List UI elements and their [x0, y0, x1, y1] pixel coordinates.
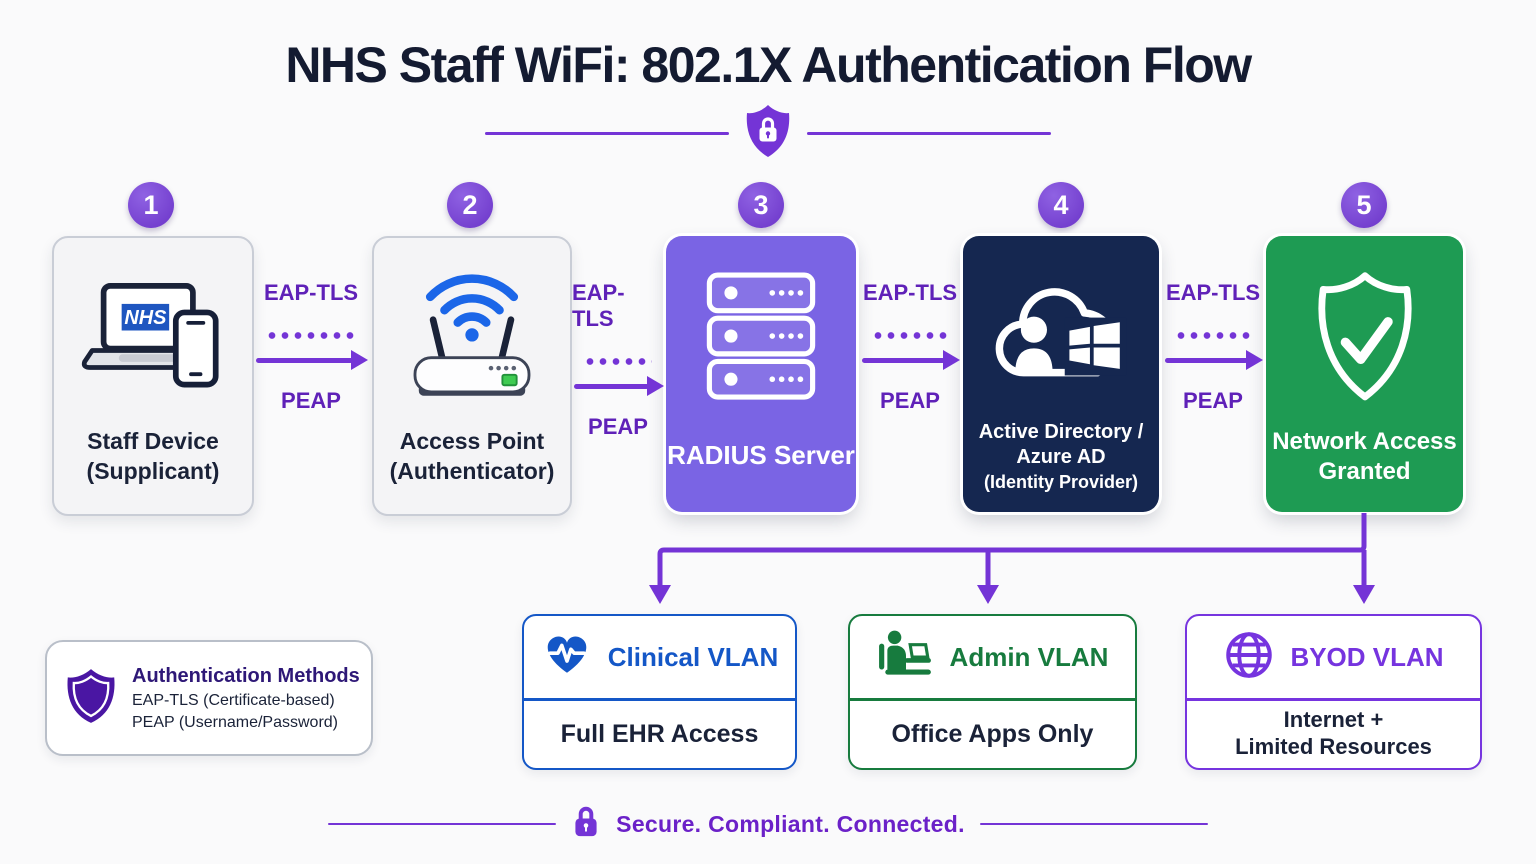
step-box-network-granted: Network Access Granted [1266, 236, 1463, 512]
step-1-label-line2: (Supplicant) [86, 457, 220, 484]
eap-tls-label: EAP-TLS [1165, 280, 1261, 305]
step-4-label-line1: Active Directory / [978, 420, 1144, 443]
footer-line-left [328, 822, 557, 826]
dotted-line [266, 332, 356, 339]
cloud-identity-icon [981, 270, 1141, 396]
vlan-admin-detail: Office Apps Only [891, 720, 1094, 748]
dotted-line [872, 332, 948, 339]
dotted-line [1175, 332, 1251, 339]
vlan-box-admin: Admin VLAN Office Apps Only [848, 614, 1137, 770]
flow-arrow-icon [572, 376, 664, 396]
vlan-byod-name: BYOD VLAN [1290, 641, 1444, 672]
step-5-label-line1: Network Access [1272, 427, 1457, 455]
laptop-phone-icon: NHS [77, 282, 229, 398]
connector-1-2: EAP-TLS PEAP [254, 280, 368, 414]
heart-pulse-icon [541, 631, 593, 683]
shield-lock-icon [745, 103, 791, 164]
step-box-staff-device: NHS Staff Device (Supplicant) [52, 236, 254, 516]
eap-tls-label: EAP-TLS [263, 280, 359, 305]
desk-worker-icon [877, 628, 935, 687]
step-5-label-line2: Granted [1318, 458, 1411, 486]
title-divider [0, 104, 1536, 162]
auth-method-eap-tls: EAP-TLS (Certificate-based) [132, 691, 335, 709]
auth-method-peap: PEAP (Username/Password) [132, 714, 338, 731]
eap-tls-label: EAP-TLS [862, 280, 958, 305]
divider-line-left [485, 131, 729, 135]
vlan-box-byod: BYOD VLAN Internet + Limited Resources [1185, 614, 1482, 770]
step-4-label-line3: (Identity Provider) [983, 471, 1139, 492]
vlan-divider [1187, 698, 1480, 701]
vlan-clinical-detail: Full EHR Access [560, 720, 759, 748]
vlan-divider [524, 698, 795, 701]
wifi-router-icon [396, 254, 548, 412]
connector-4-5: EAP-TLS PEAP [1163, 280, 1263, 414]
connector-2-3: EAP-TLS PEAP [572, 280, 664, 440]
dotted-line [584, 358, 652, 365]
divider-line-right [807, 131, 1051, 135]
flow-arrow-icon [254, 350, 368, 370]
step-2-badge: 2 [447, 182, 493, 228]
peap-label: PEAP [281, 388, 341, 413]
vlan-admin-name: Admin VLAN [949, 641, 1109, 672]
vlan-clinical-name: Clinical VLAN [607, 641, 779, 672]
peap-label: PEAP [1183, 388, 1243, 413]
auth-shield-icon [65, 666, 117, 731]
shield-check-icon [1301, 260, 1429, 416]
flow-arrow-icon [860, 350, 960, 370]
svg-text:NHS: NHS [124, 307, 167, 329]
server-rack-icon [700, 270, 822, 404]
peap-label: PEAP [588, 414, 648, 439]
step-2-label-line2: (Authenticator) [389, 457, 555, 484]
connector-3-4: EAP-TLS PEAP [860, 280, 960, 414]
step-5-badge: 5 [1341, 182, 1387, 228]
auth-methods-title: Authentication Methods [132, 664, 360, 687]
step-box-active-directory: Active Directory / Azure AD (Identity Pr… [963, 236, 1159, 512]
eap-tls-label: EAP-TLS [572, 280, 625, 331]
lock-icon [571, 804, 601, 845]
vlan-box-clinical: Clinical VLAN Full EHR Access [522, 614, 797, 770]
step-box-access-point: Access Point (Authenticator) [372, 236, 572, 516]
auth-methods-panel: Authentication Methods EAP-TLS (Certific… [45, 640, 373, 756]
step-box-radius-server: RADIUS Server [666, 236, 856, 512]
step-1-badge: 1 [128, 182, 174, 228]
step-3-label-line1: RADIUS Server [667, 439, 855, 470]
vlan-divider [850, 698, 1135, 701]
step-4-badge: 4 [1038, 182, 1084, 228]
footer-tagline: Secure. Compliant. Connected. [616, 810, 965, 837]
footer-line-right [979, 822, 1208, 826]
step-4-label-line2: Azure AD [1016, 446, 1106, 469]
peap-label: PEAP [880, 388, 940, 413]
vlan-byod-detail-line2: Limited Resources [1235, 734, 1432, 760]
step-3-badge: 3 [738, 182, 784, 228]
step-2-label-line1: Access Point [399, 428, 545, 455]
globe-icon [1223, 629, 1275, 686]
footer-tagline-row: Secure. Compliant. Connected. [0, 802, 1536, 846]
page-title: NHS Staff WiFi: 802.1X Authentication Fl… [285, 37, 1252, 93]
step-1-label-line1: Staff Device [87, 428, 219, 455]
vlan-byod-detail-line1: Internet + [1283, 707, 1384, 733]
flow-arrow-icon [1163, 350, 1263, 370]
